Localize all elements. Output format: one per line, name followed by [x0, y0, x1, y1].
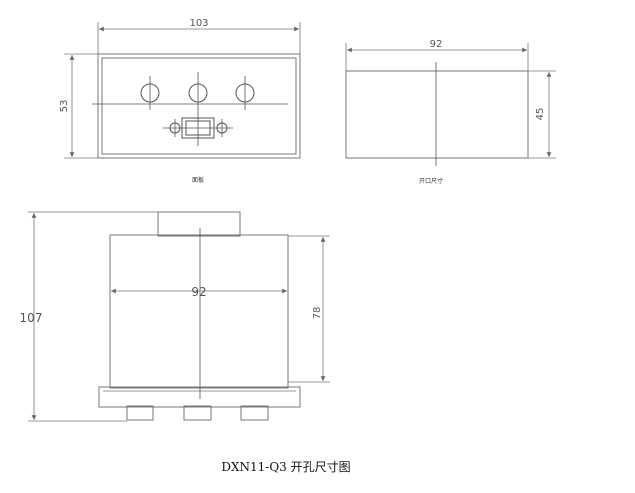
side-terminal-1 — [126, 405, 154, 421]
panel-connector — [163, 117, 233, 139]
side-width-label: 92 — [191, 285, 206, 299]
cutout-rect — [345, 70, 529, 159]
cutout-label: 开口尺寸 — [419, 177, 443, 185]
cutout-view: 92 45 开口尺寸 — [345, 39, 556, 185]
side-view: 92 78 107 — [20, 211, 330, 422]
drawing-caption: DXN11-Q3 开孔尺寸图 — [221, 460, 350, 474]
panel-height-label: 53 — [59, 100, 70, 113]
round-button-1 — [140, 76, 160, 110]
front-panel-view: 103 53 面板 — [59, 18, 301, 184]
panel-inner-rect — [101, 57, 297, 155]
cutout-height-label: 45 — [535, 108, 546, 121]
side-top-cap — [157, 211, 241, 237]
side-total-height-label: 107 — [20, 311, 43, 325]
side-body — [109, 234, 289, 389]
round-button-2 — [188, 72, 208, 146]
round-button-3 — [235, 76, 255, 110]
side-terminal-3 — [240, 405, 269, 421]
cutout-width-label: 92 — [430, 39, 443, 50]
panel-outer-rect — [97, 53, 301, 159]
side-terminal-2 — [183, 405, 212, 421]
side-body-height-label: 78 — [312, 307, 323, 320]
panel-width-label: 103 — [189, 18, 208, 29]
panel-label: 面板 — [192, 176, 204, 184]
side-base-plate — [98, 386, 301, 408]
